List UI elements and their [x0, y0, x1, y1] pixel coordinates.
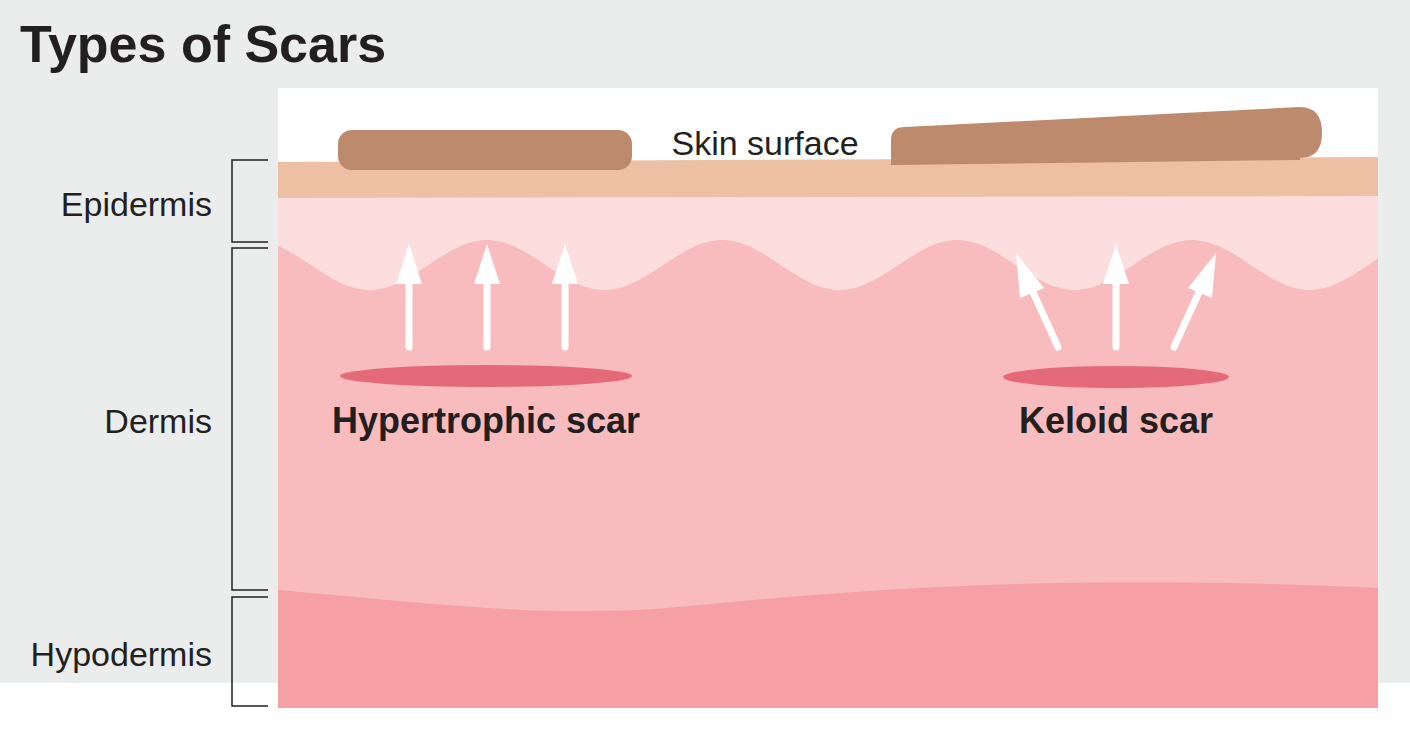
- keloid-scar-surface: [891, 107, 1322, 165]
- surface-label: Skin surface: [671, 126, 858, 160]
- epidermis-inner: [278, 196, 1378, 708]
- keloid-scar-tissue: [1003, 366, 1229, 388]
- scar-label: Keloid scar: [1019, 403, 1213, 439]
- layer-label: Epidermis: [61, 187, 212, 221]
- layer-brackets: [232, 160, 268, 706]
- hypertrophic-scar-surface: [338, 130, 632, 170]
- dermis-layer: [278, 240, 1378, 708]
- title: Types of Scars: [20, 18, 386, 70]
- growth-arrows: [396, 244, 1216, 347]
- layer-label: Hypodermis: [31, 637, 212, 671]
- scar-label: Hypertrophic scar: [332, 403, 640, 439]
- panel: [278, 88, 1378, 708]
- layer-label: Dermis: [104, 404, 212, 438]
- hypertrophic-scar-tissue: [340, 365, 632, 387]
- epidermis-outer: [278, 157, 1378, 708]
- hypodermis-layer: [278, 582, 1378, 708]
